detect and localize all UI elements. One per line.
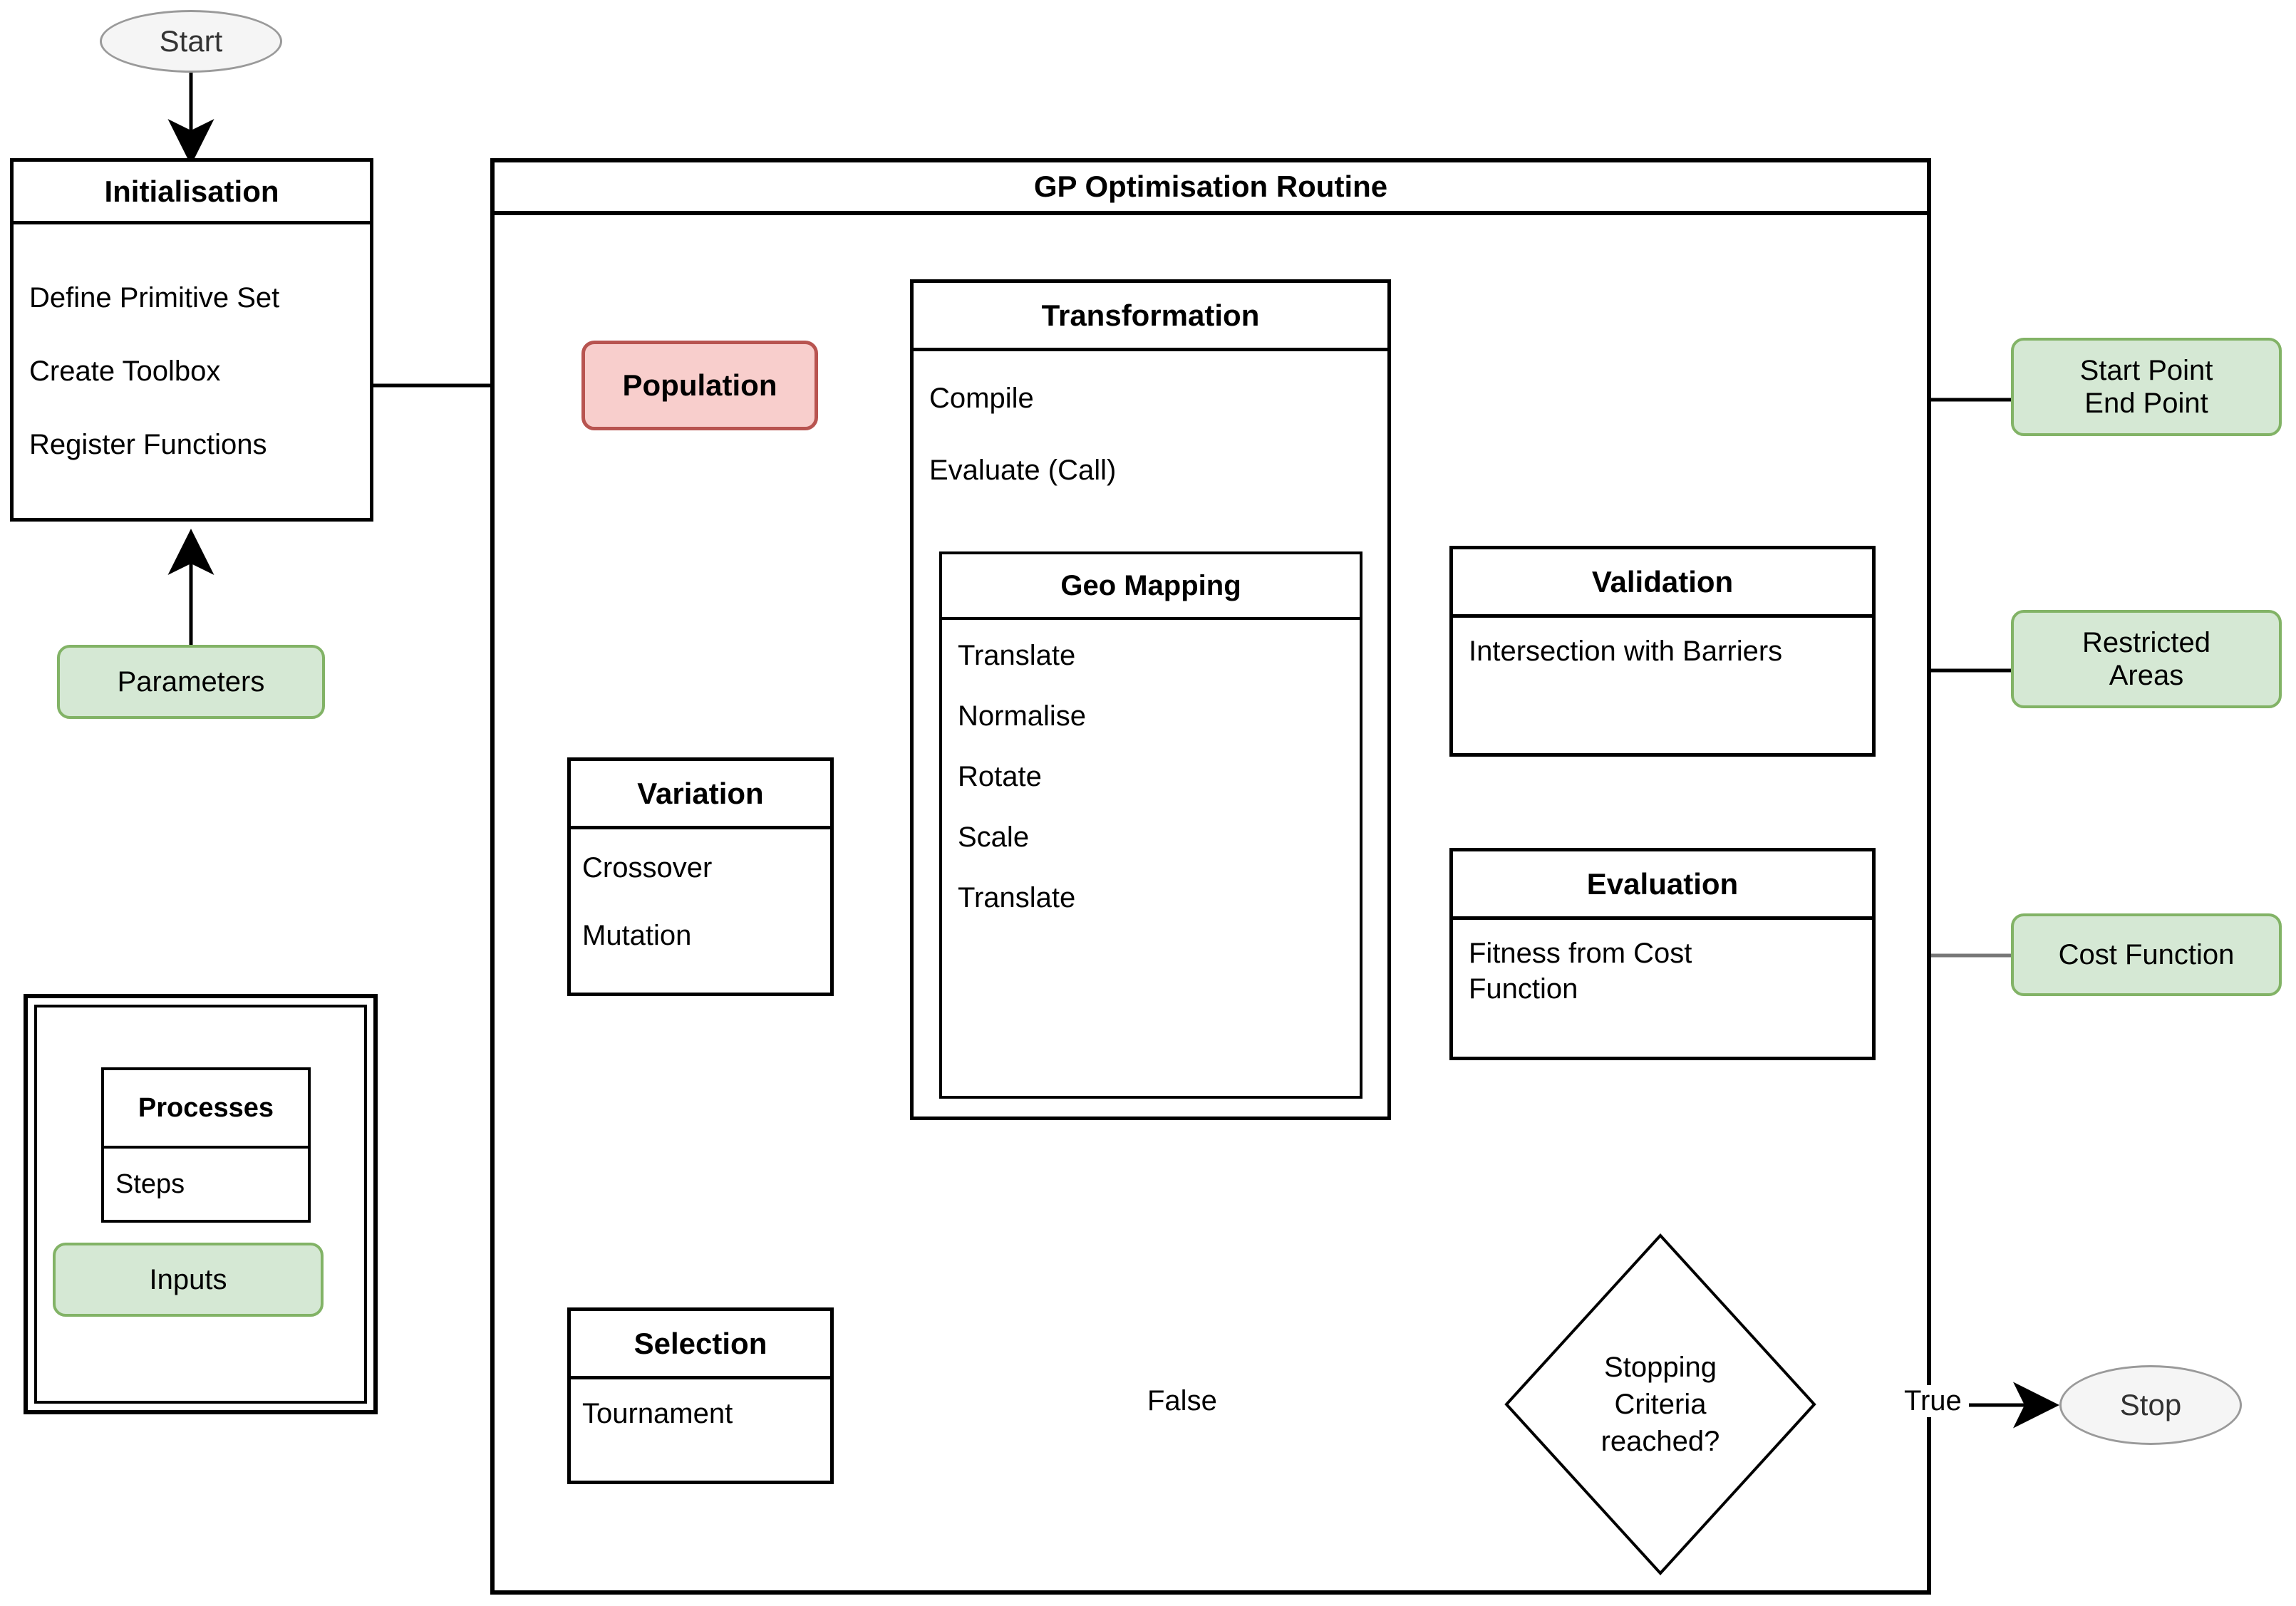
geo-mapping-step: Normalise <box>958 700 1087 732</box>
transformation-step: Compile <box>929 383 1034 414</box>
start-point-label: Start Point <box>2079 355 2213 386</box>
transformation-title: Transformation <box>914 283 1387 351</box>
transformation-step: Evaluate (Call) <box>929 455 1117 486</box>
legend-input-sample: Inputs <box>53 1243 324 1317</box>
legend-inner-border: Processes Steps Inputs <box>34 1005 367 1404</box>
legend-box: Processes Steps Inputs <box>24 994 378 1414</box>
geo-mapping-title: Geo Mapping <box>942 554 1360 620</box>
parameters-input[interactable]: Parameters <box>57 645 325 719</box>
evaluation-step: Fitness from Cost Function <box>1469 938 1692 1005</box>
legend-process-sample: Processes Steps <box>101 1067 311 1223</box>
initialisation-title: Initialisation <box>14 162 370 224</box>
population-node[interactable]: Population <box>581 341 818 430</box>
cost-function-label: Cost Function <box>2058 939 2235 970</box>
diamond-shape <box>1504 1233 1816 1575</box>
geo-mapping-step: Translate <box>958 882 1076 913</box>
geo-mapping-box[interactable]: Geo Mapping Translate Normalise Rotate S… <box>939 551 1362 1099</box>
transformation-steps: Compile Evaluate (Call) <box>914 351 1387 1117</box>
legend-process-step: Steps <box>115 1169 185 1199</box>
legend-input-label: Inputs <box>149 1264 227 1295</box>
evaluation-box[interactable]: Evaluation Fitness from Cost Function <box>1449 848 1876 1060</box>
variation-steps: Crossover Mutation <box>571 829 830 993</box>
validation-steps: Intersection with Barriers <box>1453 618 1872 753</box>
geo-mapping-step: Rotate <box>958 761 1042 792</box>
legend-process-body: Steps <box>104 1149 308 1220</box>
geo-mapping-step: Scale <box>958 822 1030 853</box>
selection-box[interactable]: Selection Tournament <box>567 1307 834 1484</box>
geo-mapping-step: Translate <box>958 640 1076 671</box>
gp-routine-title: GP Optimisation Routine <box>495 162 1927 215</box>
edge-label-false: False <box>1140 1385 1224 1417</box>
validation-box[interactable]: Validation Intersection with Barriers <box>1449 546 1876 757</box>
restricted-areas-label-line1: Restricted <box>2082 627 2211 658</box>
population-label: Population <box>622 368 777 402</box>
variation-title: Variation <box>571 761 830 829</box>
stop-node[interactable]: Stop <box>2059 1365 2242 1445</box>
evaluation-steps: Fitness from Cost Function <box>1453 920 1872 1057</box>
initialisation-step: Create Toolbox <box>29 355 221 387</box>
selection-title: Selection <box>571 1311 830 1379</box>
initialisation-step: Define Primitive Set <box>29 281 280 314</box>
validation-step: Intersection with Barriers <box>1469 636 1783 667</box>
start-label: Start <box>159 24 223 58</box>
restricted-areas-input[interactable]: Restricted Areas <box>2011 610 2282 708</box>
selection-steps: Tournament <box>571 1379 830 1481</box>
variation-box[interactable]: Variation Crossover Mutation <box>567 757 834 996</box>
geo-mapping-steps: Translate Normalise Rotate Scale Transla… <box>942 620 1360 1096</box>
variation-step: Mutation <box>582 920 692 951</box>
legend-process-title: Processes <box>104 1070 308 1149</box>
stop-label: Stop <box>2119 1388 2182 1421</box>
start-end-point-input[interactable]: Start Point End Point <box>2011 338 2282 436</box>
start-node[interactable]: Start <box>100 10 282 73</box>
initialisation-step: Register Functions <box>29 428 267 460</box>
restricted-areas-label-line2: Areas <box>2109 660 2184 691</box>
end-point-label: End Point <box>2084 388 2208 419</box>
validation-title: Validation <box>1453 549 1872 618</box>
initialisation-box[interactable]: Initialisation Define Primitive Set Crea… <box>10 158 373 522</box>
cost-function-input[interactable]: Cost Function <box>2011 913 2282 996</box>
edge-label-true: True <box>1897 1385 1969 1417</box>
selection-step: Tournament <box>582 1398 733 1429</box>
initialisation-steps: Define Primitive Set Create Toolbox Regi… <box>14 224 370 518</box>
variation-step: Crossover <box>582 852 713 884</box>
stopping-criteria-decision[interactable]: Stopping Criteria reached? <box>1504 1233 1817 1576</box>
parameters-label: Parameters <box>117 666 265 698</box>
evaluation-title: Evaluation <box>1453 851 1872 920</box>
